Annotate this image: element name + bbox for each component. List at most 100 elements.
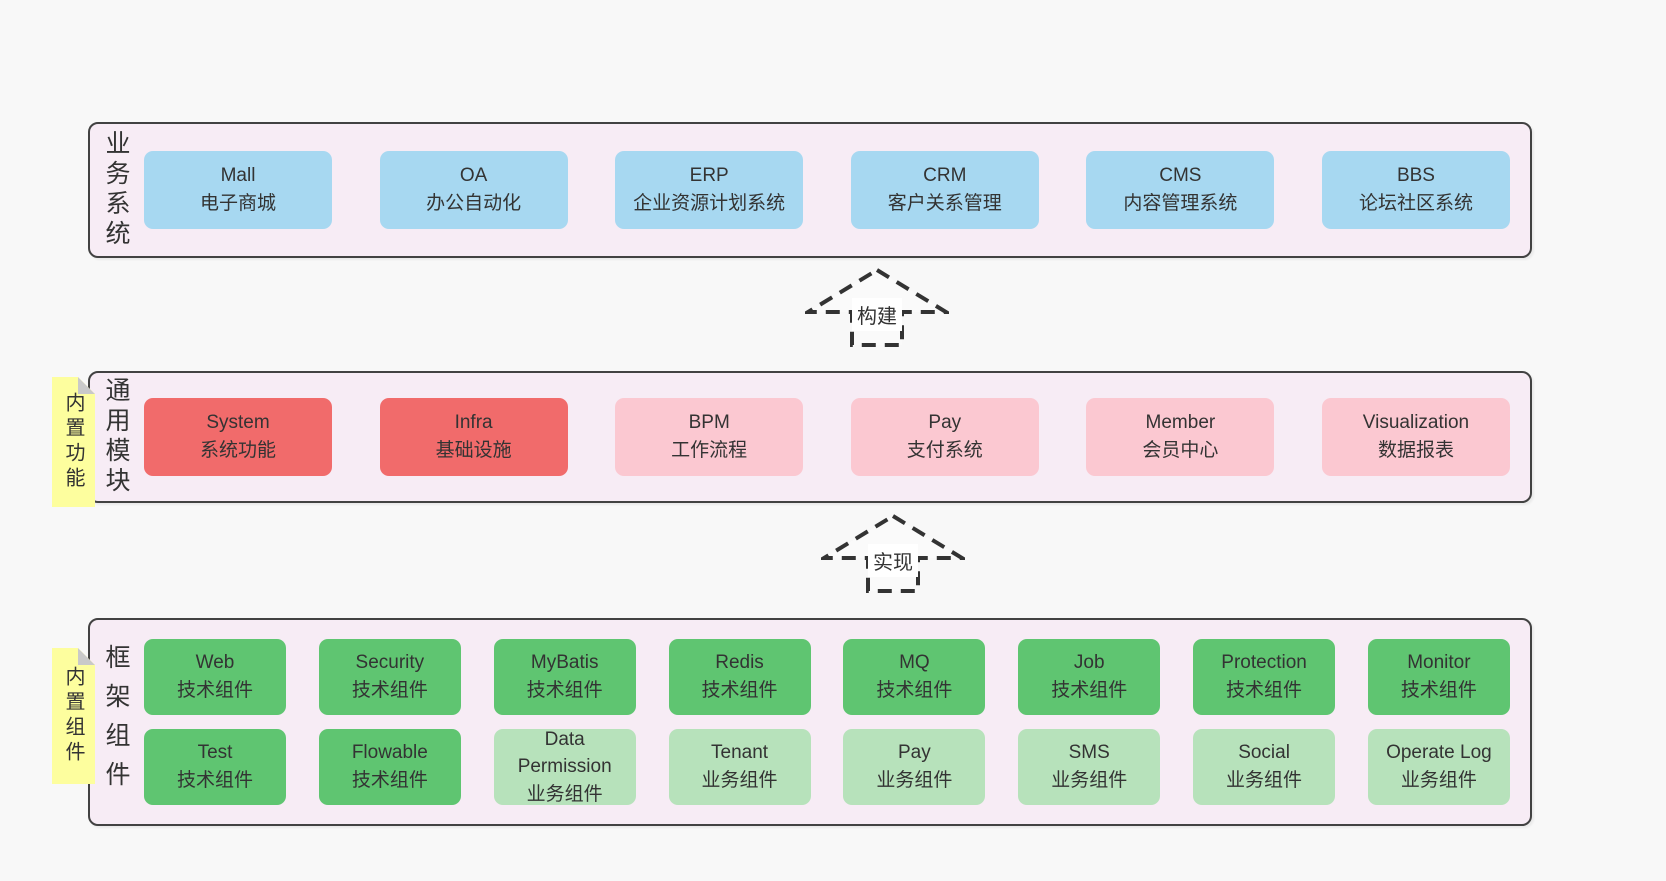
box-pay: Pay 支付系统: [850, 398, 1039, 476]
box-crm: CRM 客户关系管理: [850, 151, 1039, 229]
box-job: Job 技术组件: [1018, 639, 1161, 715]
box-desc: 工作流程: [671, 440, 748, 461]
box-name: Pay: [898, 742, 931, 764]
implement-arrow: 实现: [821, 512, 965, 594]
box-name: Monitor: [1407, 652, 1471, 674]
box-social: Social 业务组件: [1193, 729, 1336, 805]
sticky-note-built-in-components: 内置组件: [52, 648, 95, 784]
box-infra: Infra 基础设施: [379, 398, 568, 476]
box-mybatis: MyBatis 技术组件: [493, 639, 636, 715]
box-desc: 技术组件: [351, 680, 428, 701]
box-security: Security 技术组件: [318, 639, 461, 715]
box-name: BPM: [688, 412, 730, 434]
box-name: Job: [1073, 652, 1105, 674]
box-test: Test 技术组件: [144, 729, 286, 805]
box-name: SMS: [1068, 742, 1110, 764]
implement-arrow-label: 实现: [868, 544, 918, 577]
box-desc: 技术组件: [351, 770, 428, 791]
layer-label-modules: 通用模块: [102, 377, 130, 497]
box-desc: 办公自动化: [426, 193, 522, 214]
box-name: OA: [459, 165, 488, 187]
box-desc: 业务组件: [876, 770, 953, 791]
box-name: Member: [1145, 412, 1216, 434]
box-name: Infra: [454, 412, 493, 434]
box-protection: Protection 技术组件: [1193, 639, 1336, 715]
sticky-note-built-in-features: 内置功能: [52, 377, 95, 507]
box-name: Web: [195, 652, 235, 674]
box-visualization: Visualization 数据报表: [1321, 398, 1510, 476]
box-desc: 技术组件: [701, 680, 778, 701]
box-name: MQ: [899, 652, 930, 674]
box-oa: OA 办公自动化: [379, 151, 568, 229]
box-desc: 基础设施: [435, 440, 512, 461]
box-tenant: Tenant 业务组件: [668, 729, 811, 805]
box-name: Mall: [220, 165, 256, 187]
box-name: Tenant: [711, 742, 769, 764]
box-desc: 技术组件: [176, 680, 253, 701]
box-desc: 会员中心: [1142, 440, 1219, 461]
box-bpm: BPM 工作流程: [615, 398, 804, 476]
box-cms: CMS 内容管理系统: [1086, 151, 1275, 229]
box-name: Pay: [928, 412, 962, 434]
box-bbs: BBS 论坛社区系统: [1321, 151, 1510, 229]
box-flowable: Flowable 技术组件: [318, 729, 461, 805]
box-name: BBS: [1396, 165, 1435, 187]
box-name: Operate Log: [1386, 742, 1492, 764]
layer-label-components: 框架组件: [102, 644, 130, 800]
box-name: CRM: [923, 165, 967, 187]
box-name: Protection: [1221, 652, 1307, 674]
box-desc: 论坛社区系统: [1358, 193, 1473, 214]
box-desc: 数据报表: [1377, 440, 1454, 461]
modules-box-row: System 系统功能 Infra 基础设施 BPM 工作流程 Pay 支付系统 Member 会…: [144, 398, 1510, 476]
box-name: Visualization: [1362, 412, 1470, 434]
layer-label-business: 业务系统: [102, 130, 130, 250]
box-mq: MQ 技术组件: [843, 639, 986, 715]
box-desc: 业务组件: [1226, 770, 1303, 791]
box-monitor: Monitor 技术组件: [1367, 639, 1510, 715]
layer-common-modules: 通用模块 System 系统功能 Infra 基础设施 BPM 工作流程 Pay 支付系统 Me…: [88, 371, 1532, 503]
box-system: System 系统功能: [144, 398, 332, 476]
box-redis: Redis 技术组件: [668, 639, 811, 715]
box-desc: 技术组件: [176, 770, 253, 791]
box-web: Web 技术组件: [144, 639, 286, 715]
box-desc: 业务组件: [701, 770, 778, 791]
box-desc: 支付系统: [906, 440, 983, 461]
box-member: Member 会员中心: [1086, 398, 1275, 476]
box-name: Test: [197, 742, 233, 764]
box-desc: 业务组件: [1400, 770, 1477, 791]
box-desc: 客户关系管理: [887, 193, 1002, 214]
note-text: 内置组件: [62, 666, 84, 766]
box-desc: 业务组件: [1051, 770, 1128, 791]
build-arrow-label: 构建: [852, 298, 902, 331]
box-desc: 技术组件: [526, 680, 603, 701]
box-name: Flowable: [351, 742, 428, 764]
box-desc: 系统功能: [199, 440, 276, 461]
box-name: System: [206, 412, 270, 434]
box-desc: 技术组件: [876, 680, 953, 701]
build-arrow: 构建: [805, 266, 949, 348]
box-name: MyBatis: [530, 652, 599, 674]
box-desc: 业务组件: [526, 783, 603, 805]
box-desc: 技术组件: [1400, 680, 1477, 701]
box-name: Redis: [715, 652, 764, 674]
box-desc: 内容管理系统: [1123, 193, 1238, 214]
box-desc: 技术组件: [1226, 680, 1303, 701]
box-name: CMS: [1159, 165, 1202, 187]
box-operate-log: Operate Log 业务组件: [1367, 729, 1510, 805]
box-name: Data Permission: [517, 728, 612, 778]
box-sms: SMS 业务组件: [1018, 729, 1161, 805]
box-name: Social: [1238, 742, 1290, 764]
box-desc: 电子商城: [199, 193, 276, 214]
box-desc: 企业资源计划系统: [633, 193, 786, 214]
box-pay: Pay 业务组件: [843, 729, 986, 805]
box-desc: 技术组件: [1051, 680, 1128, 701]
box-name: Security: [355, 652, 425, 674]
note-text: 内置功能: [62, 392, 84, 492]
